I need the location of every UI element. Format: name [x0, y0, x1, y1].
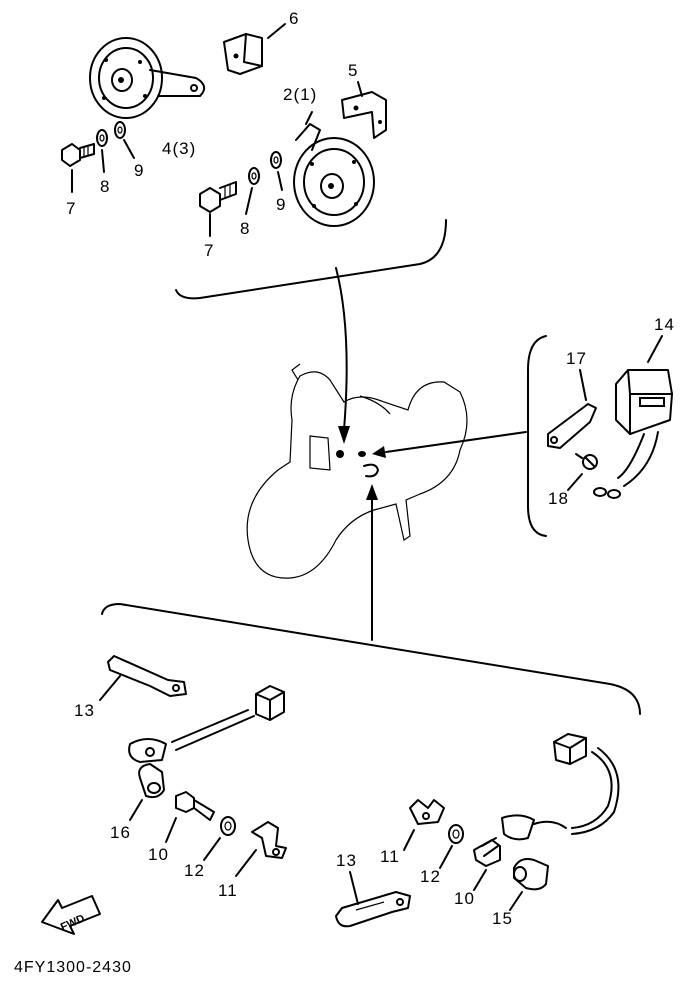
- label-part-9-a: 9: [134, 161, 144, 180]
- switch-part-15: [509, 858, 549, 911]
- label-part-2: 2(1): [283, 85, 317, 104]
- washer-part-12-b: [439, 824, 464, 869]
- label-part-9-b: 9: [276, 195, 286, 214]
- label-part-7-a: 7: [66, 199, 76, 218]
- label-part-7-b: 7: [204, 241, 214, 260]
- horn-part-2: [293, 111, 375, 227]
- horn-group: [61, 23, 447, 300]
- label-part-8-a: 8: [100, 177, 110, 196]
- relay-part-14: [593, 335, 673, 499]
- washer-part-8-b: [245, 167, 260, 215]
- clip-part-13-a: [99, 655, 187, 701]
- switch-harness-left: [128, 685, 285, 763]
- bracket-part-11-b: [403, 799, 445, 851]
- label-part-11-b: 11: [380, 847, 400, 866]
- switch-group: [99, 603, 641, 928]
- label-part-13-b: 13: [336, 851, 357, 870]
- label-part-12-a: 12: [184, 861, 205, 880]
- bracket-part-11-a: [235, 821, 287, 877]
- label-part-10-a: 10: [148, 845, 169, 864]
- drawing-code: 4FY1300-2430: [14, 959, 132, 976]
- washer-part-9-b: [270, 151, 283, 191]
- horn-part-4: [89, 37, 206, 119]
- label-part-11-a: 11: [218, 881, 238, 900]
- bracket-part-17: [547, 369, 597, 449]
- washer-part-9-a: [114, 121, 135, 159]
- bracket-part-6: [223, 23, 286, 75]
- label-part-5: 5: [348, 61, 358, 80]
- label-part-10-b: 10: [454, 889, 475, 908]
- label-part-8-b: 8: [240, 219, 250, 238]
- label-part-18: 18: [548, 489, 569, 508]
- bracket-part-5: [341, 81, 387, 139]
- label-part-16: 16: [110, 823, 131, 842]
- screw-part-18: [567, 453, 598, 491]
- relay-group: [527, 335, 673, 537]
- label-part-13-a: 13: [74, 701, 95, 720]
- label-part-15: 15: [492, 909, 513, 928]
- washer-part-12-a: [203, 816, 236, 861]
- label-part-6: 6: [289, 9, 299, 28]
- label-part-17: 17: [566, 349, 587, 368]
- clip-part-13-b: [335, 871, 411, 928]
- forward-arrow-icon: FWD: [41, 895, 101, 935]
- washer-part-8-a: [96, 129, 108, 173]
- label-part-14: 14: [654, 315, 675, 334]
- bolt-part-7-b: [199, 181, 237, 237]
- label-part-4: 4(3): [162, 139, 196, 158]
- motorcycle-outline: [246, 363, 468, 579]
- nut-part-10-b: [473, 837, 501, 891]
- bolt-part-7-a: [61, 143, 95, 193]
- switch-harness-right: [501, 733, 620, 841]
- label-part-12-b: 12: [420, 867, 441, 886]
- switch-part-16: [129, 763, 165, 821]
- nut-part-10-a: [165, 791, 215, 843]
